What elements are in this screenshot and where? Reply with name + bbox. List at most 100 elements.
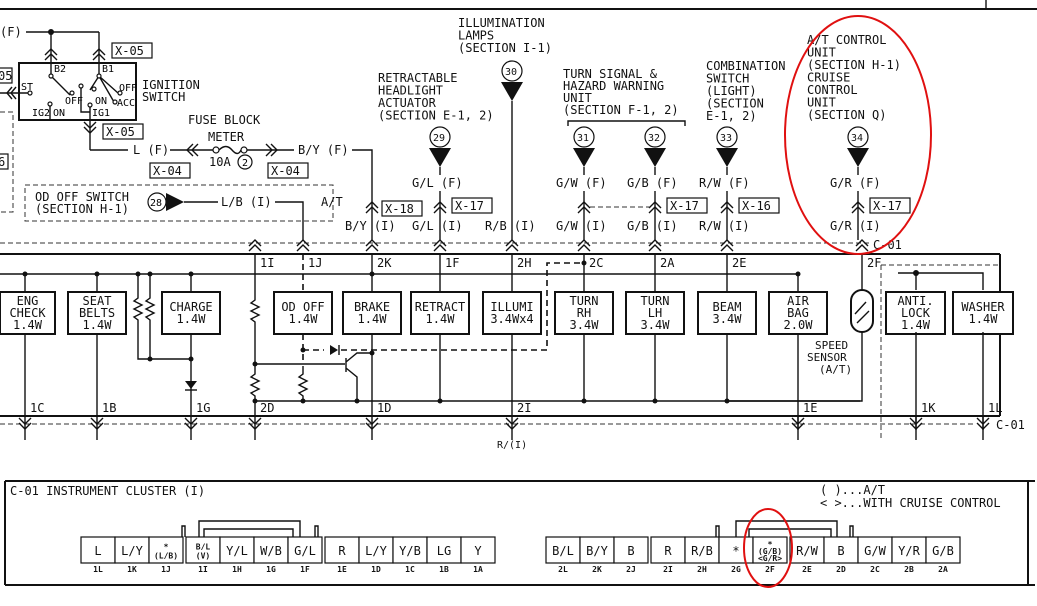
speed-sensor-label: (A/T) xyxy=(819,363,852,376)
lamp-label: 1.4W xyxy=(289,312,319,326)
junction-dot xyxy=(581,398,587,404)
resistor-icon xyxy=(297,366,309,401)
partial-wire-label: R/(I) xyxy=(497,440,527,451)
connector-cell-2I: R2I xyxy=(650,536,686,574)
source-31: 31G/W (F)G/W (I) xyxy=(556,126,607,240)
wire xyxy=(727,332,863,402)
pin-wire-color: G/L xyxy=(294,544,316,558)
wire-i-label: G/L (I) xyxy=(412,219,463,233)
source-label-line: COMBINATION xyxy=(706,59,785,73)
pin-label-top: 2F xyxy=(867,256,881,270)
lamp-box xyxy=(482,291,542,335)
transistor-icon xyxy=(345,352,372,401)
resistor-icon xyxy=(249,364,261,416)
pin-label-top: 2K xyxy=(377,256,392,270)
c01-bottom-label: C-01 xyxy=(996,418,1025,432)
wire-i-label: R/B (I) xyxy=(485,219,536,233)
wire-f-label: G/L (F) xyxy=(412,176,463,190)
pin-cell xyxy=(80,536,116,564)
source-label-line: (SECTION xyxy=(706,97,764,111)
wire-l-f-label: L (F) xyxy=(133,143,169,157)
terminal xyxy=(87,102,93,108)
lamp-label: SEAT xyxy=(83,294,112,308)
wire-f-label: (F) xyxy=(0,25,22,39)
lamp-label: 1.4W xyxy=(969,312,999,326)
bottom-connector-marks xyxy=(18,416,990,440)
pin-wire-color: Y/L xyxy=(226,544,248,558)
connector-cell-1L: L1L xyxy=(80,536,116,574)
source-label-line: UNIT xyxy=(807,96,836,110)
fuse-number: 2 xyxy=(242,158,248,169)
lamp-label: 3.4W xyxy=(713,312,743,326)
connector-mark xyxy=(433,201,447,214)
lamp-box xyxy=(885,291,946,335)
pin-wire-color: B/Y xyxy=(586,544,608,558)
source-32: 32G/B (F)X-17G/B (I) xyxy=(627,126,708,240)
junction-dot xyxy=(147,356,153,362)
turn-unit-line: UNIT xyxy=(563,91,592,105)
pin-number: 1A xyxy=(473,565,483,574)
ref-circle-29 xyxy=(429,126,451,148)
pin-label-top: 2C xyxy=(589,256,603,270)
connector-tag xyxy=(451,197,493,214)
pin-number: 2K xyxy=(592,565,602,574)
lamp-label: ANTI. xyxy=(897,294,933,308)
pin-wire-color: B/L xyxy=(196,543,211,552)
pin-number: 2D xyxy=(836,565,846,574)
connector-row-2: B/L2LB/Y2KB2JR2IR/B2H*2G*(G/B)<G/R>2FR/W… xyxy=(545,536,961,574)
lamp-label: TURN xyxy=(570,294,599,308)
od-off-dashed-box xyxy=(24,184,334,222)
ref-circle-34 xyxy=(847,126,869,148)
off-label: OFF xyxy=(119,83,137,94)
source-arrow-icon xyxy=(166,193,184,211)
connector-mark xyxy=(365,201,379,214)
connector-latch xyxy=(181,525,319,537)
pin-cell xyxy=(545,536,581,564)
connector-mark xyxy=(855,239,869,252)
speed-sensor-label: SENSOR xyxy=(807,351,847,364)
source-label-line: ILLUMINATION xyxy=(458,16,545,30)
pin-cell xyxy=(823,536,859,564)
ignition-switch-box xyxy=(18,62,137,121)
cluster-wiring: SPEED SENSOR (A/T) xyxy=(22,254,984,430)
terminal xyxy=(91,86,97,92)
terminal xyxy=(47,101,53,107)
pin-label-bottom: 1G xyxy=(196,401,210,415)
junction-dot xyxy=(22,271,28,277)
terminal xyxy=(117,90,123,96)
pin-label-bottom: 1L xyxy=(988,401,1002,415)
pin-number: 2E xyxy=(802,565,812,574)
od-off-switch-section: (SECTION H-1) xyxy=(35,202,129,216)
pin-number: 1H xyxy=(232,565,242,574)
junction-dot xyxy=(188,271,194,277)
tag-x05-bottom: X-05 xyxy=(106,125,135,139)
connector-tag xyxy=(381,200,423,217)
wire xyxy=(898,272,984,290)
annotation-ellipse-pin-2f xyxy=(743,508,793,588)
wire-i-label: G/R (I) xyxy=(830,219,881,233)
pin-cell xyxy=(324,536,360,564)
lamp-label: 1.4W xyxy=(13,318,43,332)
lamp-label: OD OFF xyxy=(281,300,324,314)
connector-tag xyxy=(149,162,191,179)
source-label-line: UNIT xyxy=(807,46,836,60)
source-arrow-icon xyxy=(429,148,451,167)
pin-label-bottom: 2I xyxy=(517,401,531,415)
acc-label: ACC xyxy=(117,98,135,109)
pin-label-top: 1F xyxy=(445,256,459,270)
wire-f-label: G/B (F) xyxy=(627,176,678,190)
connector-tag-label: X-17 xyxy=(873,199,902,213)
pin-cell xyxy=(114,536,150,564)
pin-label-bottom: 1B xyxy=(102,401,116,415)
lamp-label: 1.4W xyxy=(358,312,388,326)
connector-cell-1I: B/L(V)1I xyxy=(185,536,221,574)
